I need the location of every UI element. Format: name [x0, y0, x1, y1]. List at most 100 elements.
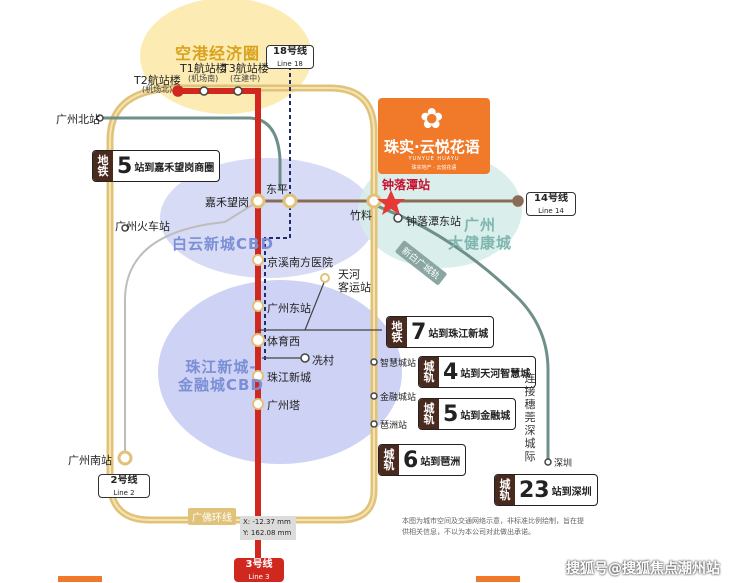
zone-health-bg	[358, 152, 522, 268]
logo-name: 珠实·云悦花语	[384, 138, 480, 156]
station-shenzhen-label: 深圳	[554, 459, 573, 469]
station-gznorth-label: 广州北站	[56, 113, 100, 126]
badge-metro-5: 地 铁 5 站到嘉禾望岗商圈	[92, 150, 221, 182]
line-2-cn: 2号线	[110, 475, 138, 486]
station-t2-dot[interactable]	[172, 85, 184, 97]
station-zlt-east-dot[interactable]	[393, 213, 403, 223]
project-logo: ✿ 珠实·云悦花语 YUNYUE HUAYU 珠实地产 · 云悦花语	[378, 98, 490, 174]
station-t1-dot[interactable]	[199, 86, 209, 96]
logo-en: YUNYUE HUAYU	[408, 156, 460, 162]
station-t3-label: T3航站楼	[222, 62, 269, 75]
coord-x: X: -12.37 mm	[243, 518, 291, 526]
line14-end-dot	[512, 195, 524, 207]
badge-rail-23-txt: 站到深圳	[551, 486, 592, 498]
badge-metro-5-txt: 站到嘉禾望岗商圈	[134, 162, 215, 174]
footer-strip-left	[58, 576, 102, 582]
badge-rail-4-txt: 站到天河智慧城	[460, 368, 531, 380]
badge-rail-23-num: 23	[519, 477, 550, 503]
watermark: 搜狐号@搜狐焦点潮州站	[566, 561, 720, 577]
zone-baiyun-label: 白云新城CBD	[172, 235, 274, 253]
station-gzsouth-dot[interactable]	[117, 450, 133, 466]
line-14-cn: 14号线	[534, 193, 568, 204]
line-18	[264, 66, 291, 360]
station-zhihui-label: 智慧城站	[380, 359, 417, 369]
station-tianhe-dot[interactable]	[320, 273, 330, 283]
zone-health-label: 广州 大健康城	[448, 216, 513, 252]
badge-metro-5-tag: 地 铁	[93, 151, 113, 181]
station-jinrong-label: 金融城站	[380, 393, 417, 403]
station-t1-sub: (机场南)	[188, 74, 219, 83]
station-zhujiang-dot[interactable]	[252, 370, 264, 382]
station-zhuliao-dot[interactable]	[366, 193, 382, 209]
station-zhuliao-label: 竹料	[350, 209, 372, 222]
line-2-box[interactable]: 2号线 Line 2	[98, 474, 150, 498]
station-tianhe-label: 天河 客运站	[338, 268, 371, 294]
station-t3-sub: (在建中)	[230, 74, 261, 83]
connect-intercity-label: 连接穗莞深城际	[524, 372, 536, 463]
guangfo-ring-inner	[109, 87, 375, 521]
zone-zhujiang-label: 珠江新城- 金融城CBD	[178, 358, 264, 394]
station-tower-dot[interactable]	[252, 398, 264, 410]
guangfo-ring-label: 广佛环线	[188, 508, 236, 525]
station-tiyuxi-dot[interactable]	[251, 333, 265, 347]
station-t1-label: T1航站楼	[180, 62, 227, 75]
badge-rail-6-txt: 站到琶洲	[420, 456, 461, 468]
flower-logo-icon: ✿	[420, 102, 444, 135]
disclaimer-note: 本图为城市空间及交通网络示意，非标准比例绘制，旨在提供相关信息，不以为本公司对此…	[402, 517, 584, 536]
badge-rail-4: 城 轨 4 站到天河智慧城	[418, 356, 537, 388]
station-zhihui-dot[interactable]	[370, 358, 378, 366]
badge-rail-5-txt: 站到金融城	[460, 410, 511, 422]
station-dongping-dot[interactable]	[282, 193, 298, 209]
line-3-cn: 3号线	[245, 559, 273, 570]
line-2-en: Line 2	[113, 489, 135, 497]
station-train-dot[interactable]	[121, 224, 129, 232]
badge-rail-23-tag: 城 轨	[495, 475, 515, 505]
line-3-box[interactable]: 3号线 Line 3	[234, 558, 284, 582]
station-zlt-east-label: 钟落潭东站	[406, 215, 461, 228]
badge-rail-4-num: 4	[443, 359, 459, 385]
station-jingxi-dot[interactable]	[252, 254, 264, 266]
badge-rail-6-num: 6	[403, 447, 419, 473]
coord-y: Y: 162.08 mm	[243, 529, 292, 537]
station-zhujiang-label: 珠江新城	[267, 371, 311, 384]
badge-metro-7: 地 铁 7 站到珠江新城	[386, 316, 495, 348]
station-train-label: 广州火车站	[115, 220, 170, 233]
badge-rail-6-tag: 城 轨	[379, 445, 399, 475]
zone-zhujiang-bg	[158, 280, 402, 464]
station-tiyuxi-label: 体育西	[267, 335, 300, 348]
badge-metro-7-txt: 站到珠江新城	[428, 328, 489, 340]
station-t2-sub: (机场北)	[142, 85, 173, 94]
line-18-box[interactable]: 18号线 Line 18	[266, 45, 314, 69]
badge-rail-4-tag: 城 轨	[419, 357, 439, 387]
station-t3-dot[interactable]	[233, 86, 243, 96]
station-jinrong-dot[interactable]	[370, 392, 378, 400]
station-zhongluotan-label: 钟落潭站	[382, 178, 431, 192]
station-xiancun-dot[interactable]	[300, 353, 310, 363]
line-18-cn: 18号线	[273, 46, 307, 57]
line-18-en: Line 18	[277, 60, 303, 68]
station-gznorth-dot[interactable]	[96, 114, 104, 122]
zhongluotan-star-icon	[377, 190, 405, 215]
rail-line-teal	[100, 116, 550, 462]
badge-rail-5: 城 轨 5 站到金融城	[418, 398, 517, 430]
station-shenzhen-dot[interactable]	[544, 458, 552, 466]
station-tower-label: 广州塔	[267, 399, 300, 412]
station-pazhou-label: 琶洲站	[380, 421, 408, 431]
badge-rail-23: 城 轨 23 站到深圳	[494, 474, 598, 506]
line-14-box[interactable]: 14号线 Line 14	[526, 192, 576, 216]
logo-en2: 珠实地产 · 云悦花语	[411, 165, 457, 171]
badge-metro-7-num: 7	[411, 319, 427, 345]
station-gzsouth-label: 广州南站	[68, 454, 112, 467]
station-pazhou-dot[interactable]	[370, 420, 378, 428]
line-3-en: Line 3	[248, 573, 270, 581]
station-gzeast-dot[interactable]	[252, 300, 264, 312]
station-t2-label: T2航站楼	[134, 74, 181, 87]
station-jiahe-dot[interactable]	[250, 193, 266, 209]
line-2	[124, 199, 261, 460]
coordinate-readout: X: -12.37 mm Y: 162.08 mm	[240, 516, 296, 540]
station-gzeast-label: 广州东站	[267, 302, 311, 315]
station-dongping-label: 东平	[266, 183, 288, 196]
station-jiahe-label: 嘉禾望岗	[205, 196, 249, 209]
station-xiancun-label: 冼村	[312, 354, 334, 367]
